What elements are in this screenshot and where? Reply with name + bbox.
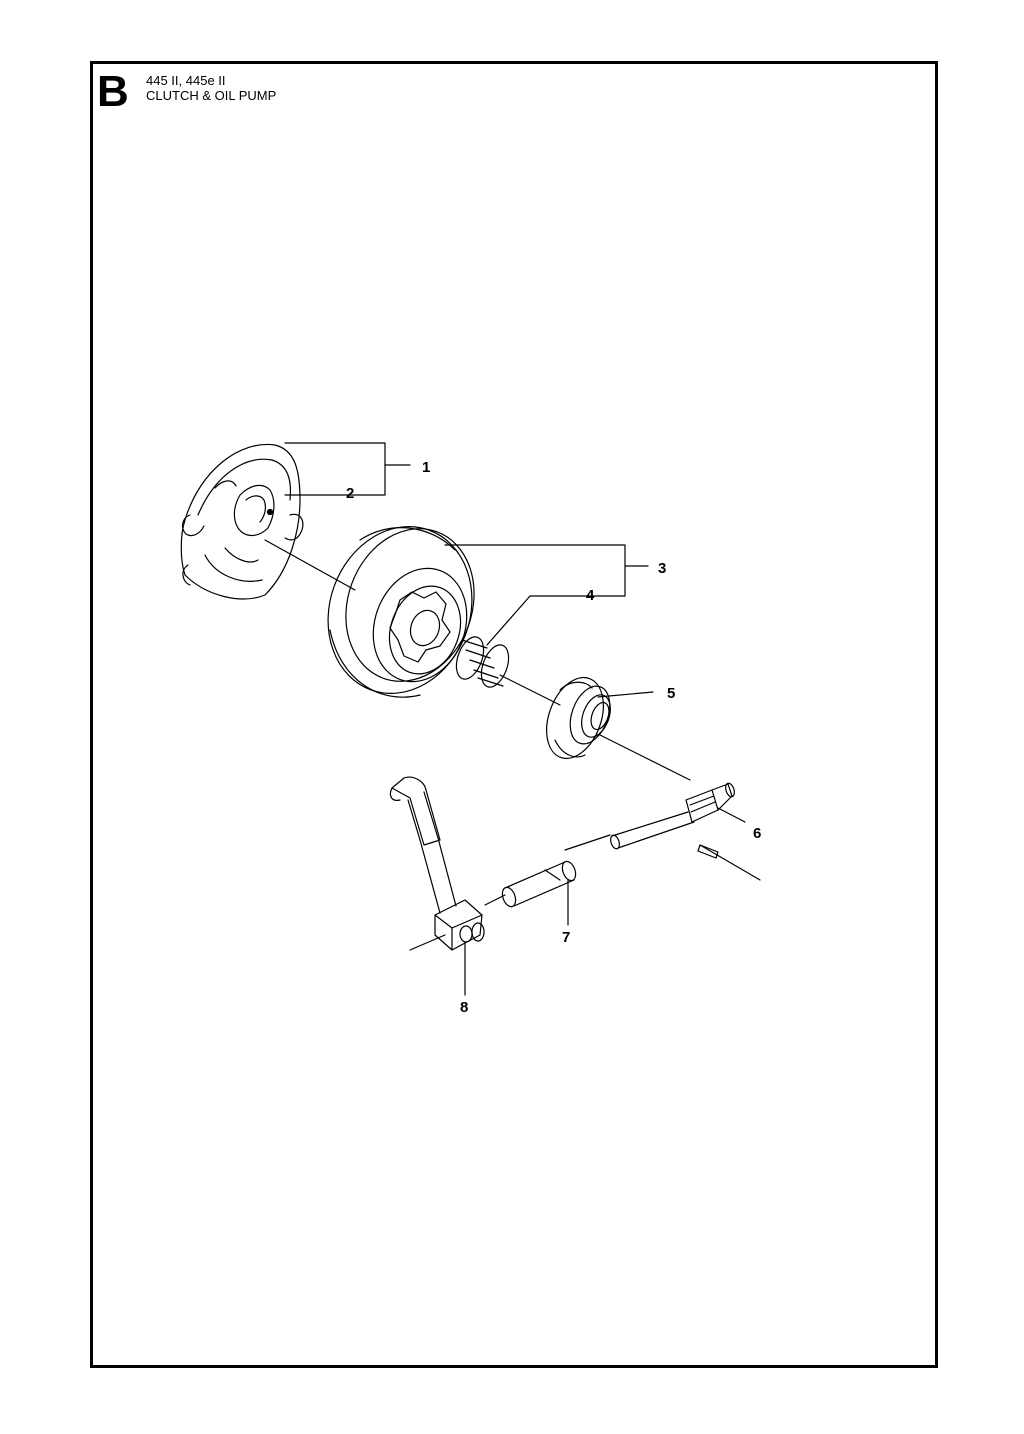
axis-line — [264, 539, 356, 591]
pump-sleeve-part — [501, 860, 577, 908]
callout-6: 6 — [753, 825, 761, 842]
axis-line — [699, 844, 761, 881]
leader-line-6 — [717, 807, 746, 823]
clutch-drum-part — [327, 526, 475, 698]
leader-line-2 — [284, 464, 386, 496]
callout-2: 2 — [346, 485, 354, 502]
section-letter: B — [97, 67, 129, 116]
axis-line — [499, 674, 561, 706]
leader-line-1 — [284, 442, 411, 466]
axis-line — [564, 834, 611, 851]
leader-line-4 — [486, 565, 626, 646]
axis-line — [409, 934, 446, 951]
pump-plunger-part — [610, 782, 735, 859]
callout-3: 3 — [658, 560, 666, 577]
callout-5: 5 — [667, 685, 675, 702]
diagram-title: CLUTCH & OIL PUMP — [146, 88, 277, 103]
leader-line-3 — [444, 544, 649, 567]
callout-7: 7 — [562, 929, 570, 946]
clutch-part — [180, 443, 304, 600]
callout-4: 4 — [586, 587, 595, 604]
callout-8: 8 — [460, 999, 468, 1016]
axis-line — [599, 734, 691, 781]
leader-line-5 — [597, 691, 654, 698]
callout-1: 1 — [422, 459, 430, 476]
oil-pump-lever-part — [389, 776, 485, 951]
page-frame — [90, 61, 938, 1368]
model-names: 445 II, 445e II — [146, 73, 226, 88]
axis-line — [484, 894, 506, 906]
drive-gear-part — [546, 676, 611, 760]
needle-bearing-part — [455, 636, 510, 688]
